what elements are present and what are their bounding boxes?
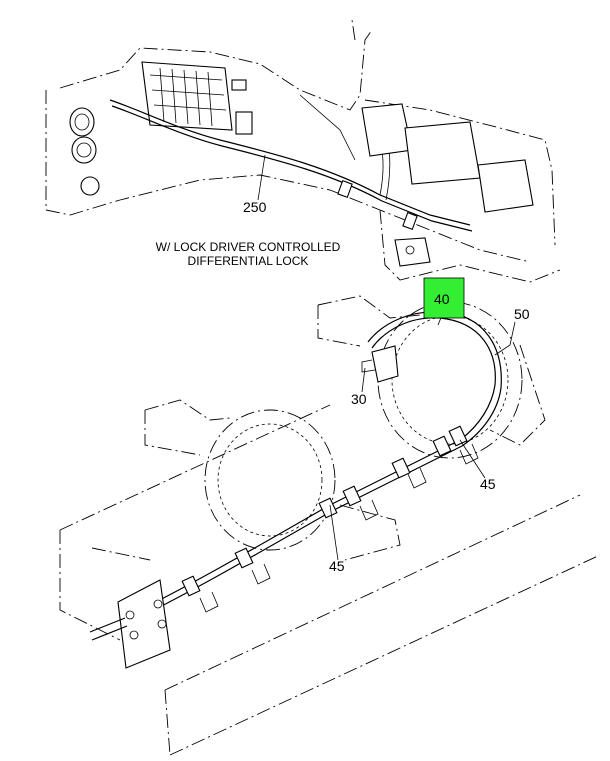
forward-differential [204,409,336,551]
lock-sensor-switch [371,345,399,383]
callout-250[interactable]: 250 [243,199,267,215]
gauge-lower [71,136,97,164]
leader-lines [257,154,516,561]
clamp [391,457,411,479]
caption-line-1: W/ LOCK DRIVER CONTROLLED [156,240,341,254]
dash-panel-assembly [45,19,561,283]
relay [235,111,253,135]
clamp [448,425,468,447]
fuse-block [141,61,233,131]
callout-30[interactable]: 30 [351,391,367,407]
callout-45-right[interactable]: 45 [480,476,496,492]
callout-40[interactable]: 40 [434,291,450,307]
module-box-1 [361,103,413,157]
harness-connector [402,212,418,230]
gauge-upper [69,107,95,137]
clamp [342,485,362,507]
frame-bracket [117,579,171,669]
switch-knob [80,176,100,196]
clamp [234,547,254,569]
callout-50[interactable]: 50 [514,306,530,322]
clamp [181,575,201,597]
clamp [432,435,452,457]
axle-assembly [59,295,601,756]
relay-small [231,79,247,91]
harness-connector [337,180,353,198]
callout-40-highlight [423,277,465,319]
callout-45-center[interactable]: 45 [329,558,345,574]
module-box-2 [404,121,481,185]
module-box-3 [477,159,534,213]
clamp [318,497,338,519]
bracket [394,237,431,267]
caption-line-2: DIFFERENTIAL LOCK [188,254,309,268]
